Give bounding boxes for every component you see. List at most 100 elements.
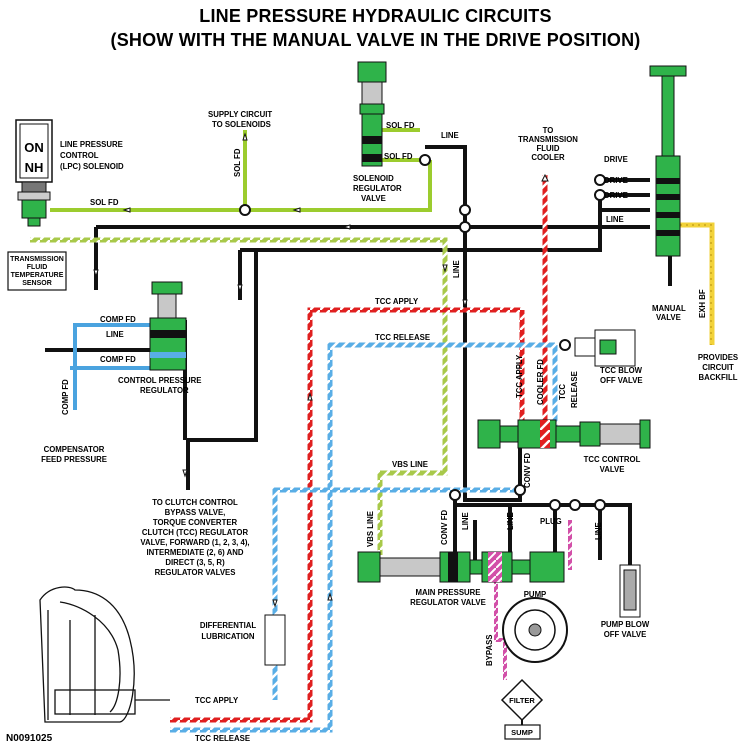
srv-label-2: REGULATOR [353,184,402,193]
lpc-label-2: CONTROL [60,151,99,160]
cooler-label-3: FLUID [537,144,560,153]
cpr-label-1: CONTROL PRESSURE [118,376,201,385]
tcc-blow-off-valve [574,329,636,367]
line-label-mprv-1: LINE [461,512,470,530]
cooler-label-4: COOLER [531,153,565,162]
lpc-on-label: ON [24,140,44,155]
tcc-blow-label-1: TCC BLOW [600,366,643,375]
control-pressure-regulator [149,281,187,371]
tcc-blow-label-2: OFF VALVE [600,376,643,385]
junction-dots [239,154,606,511]
tcc-control-label-1: TCC CONTROL [584,455,641,464]
clutch-label-8: REGULATOR VALVES [155,568,236,577]
tft-sensor-box [7,251,67,291]
clutch-label-4: CLUTCH (TCC) REGULATOR [142,528,249,537]
tcc-release-label-top: TCC RELEASE [375,333,430,342]
clutch-label-2: BYPASS VALVE, [165,508,226,517]
line-label-pump-blow: LINE [594,522,603,540]
exh-bf-label: EXH BF [698,289,707,318]
vbs-line-label-1: VBS LINE [392,460,428,469]
mprv-label-2: REGULATOR VALVE [410,598,486,607]
backfill-label-1: PROVIDES [698,353,738,362]
flow-arrows [93,132,549,608]
clutch-label-5: VALVE, FORWARD (1, 2, 3, 4), [140,538,249,547]
comp-fd-label-1: COMP FD [100,315,136,324]
clutch-label-7: DIRECT (3, 5, R) [165,558,225,567]
cooler-label-1: TO [543,126,554,135]
backfill-label-2: CIRCUIT [702,363,734,372]
conv-fd-label-2: CONV FD [440,510,449,545]
tcc-control-label-2: VALVE [600,465,625,474]
title-line-2: (SHOW WITH THE MANUAL VALVE IN THE DRIVE… [110,30,641,50]
bypass-label: BYPASS [485,635,494,666]
pump [502,597,568,663]
sol-fd-label-main: SOL FD [90,198,119,207]
cpr-label-2: REGULATOR [140,386,189,395]
bypass-circuit [494,520,572,680]
sol-fd-label-srv-2: SOL FD [384,152,413,161]
cooler-fd-label: COOLER FD [536,359,545,405]
drive-label-2: DRIVE [604,176,628,185]
pump-label: PUMP [524,590,547,599]
line-label-top: LINE [441,131,459,140]
tcc-apply-label-bottom: TCC APPLY [195,696,239,705]
supply-label-1: SUPPLY CIRCUIT [208,110,272,119]
tft-label-4: SENSOR [22,280,52,287]
drive-label-3: DRIVE [604,191,628,200]
tcc-control-valve [477,419,651,449]
comp-fd-label-3: COMP FD [61,379,70,415]
comp-feed-label-1: COMPENSATOR [44,445,105,454]
plug-label: PLUG [540,517,562,526]
sol-fd-label-srv-1: SOL FD [386,121,415,130]
sol-fd-label-vertical: SOL FD [233,148,242,177]
manual-valve-label-1: MANUAL [652,304,686,313]
line-label-vertical-1: LINE [452,260,461,278]
drive-label-1: DRIVE [604,155,628,164]
backfill-label-3: BACKFILL [699,373,738,382]
tcc-apply-circuit [170,175,548,723]
line-circuit [45,145,650,575]
manual-valve-label-2: VALVE [656,313,681,322]
vbs-line-circuit [30,237,448,555]
line-label-cpr: LINE [106,330,124,339]
tft-label-1: TRANSMISSION [10,256,64,263]
tcc-apply-label-vertical: TCC APPLY [515,354,524,398]
srv-label-1: SOLENOID [353,174,394,183]
sump-label: SUMP [511,728,533,737]
diff-label-2: LUBRICATION [201,632,254,641]
sump-box [504,724,541,740]
mprv-label-1: MAIN PRESSURE [416,588,481,597]
differential-lube-port [264,614,286,666]
lpc-solenoid: ON NH [15,119,53,227]
lpc-label-3: (LPC) SOLENOID [60,162,124,171]
main-pressure-regulator-valve [357,551,565,583]
solenoid-regulator-valve [357,61,387,167]
conv-fd-label-1: CONV FD [523,453,532,488]
manual-valve [649,65,687,286]
line-label-manual: LINE [606,215,624,224]
pump-blow-label-2: OFF VALVE [604,630,647,639]
tft-label-3: TEMPERATURE [11,272,64,279]
comp-fd-label-2: COMP FD [100,355,136,364]
tcc-label-vertical: TCC [558,384,567,400]
clutch-label-3: TORQUE CONVERTER [153,518,238,527]
vbs-line-label-2: VBS LINE [366,511,375,547]
tcc-release-label-bottom: TCC RELEASE [195,734,250,743]
srv-label-3: VALVE [361,194,386,203]
title-line-1: LINE PRESSURE HYDRAULIC CIRCUITS [199,6,552,26]
filter-label: FILTER [509,696,535,705]
pump-blow-off-valve [619,564,641,618]
cooler-label-2: TRANSMISSION [518,135,578,144]
lpc-nh-label: NH [25,160,44,175]
clutch-label-6: INTERMEDIATE (2, 6) AND [146,548,243,557]
comp-feed-label-2: FEED PRESSURE [41,455,107,464]
tcc-apply-label-top: TCC APPLY [375,297,419,306]
tft-label-2: FLUID [27,264,48,271]
comp-fd-circuit [70,323,150,410]
pump-blow-label-1: PUMP BLOW [601,620,650,629]
supply-label-2: TO SOLENOIDS [212,120,271,129]
doc-id: N0091025 [6,733,53,744]
release-label-vertical: RELEASE [570,371,579,408]
transmission-housing [39,586,170,723]
